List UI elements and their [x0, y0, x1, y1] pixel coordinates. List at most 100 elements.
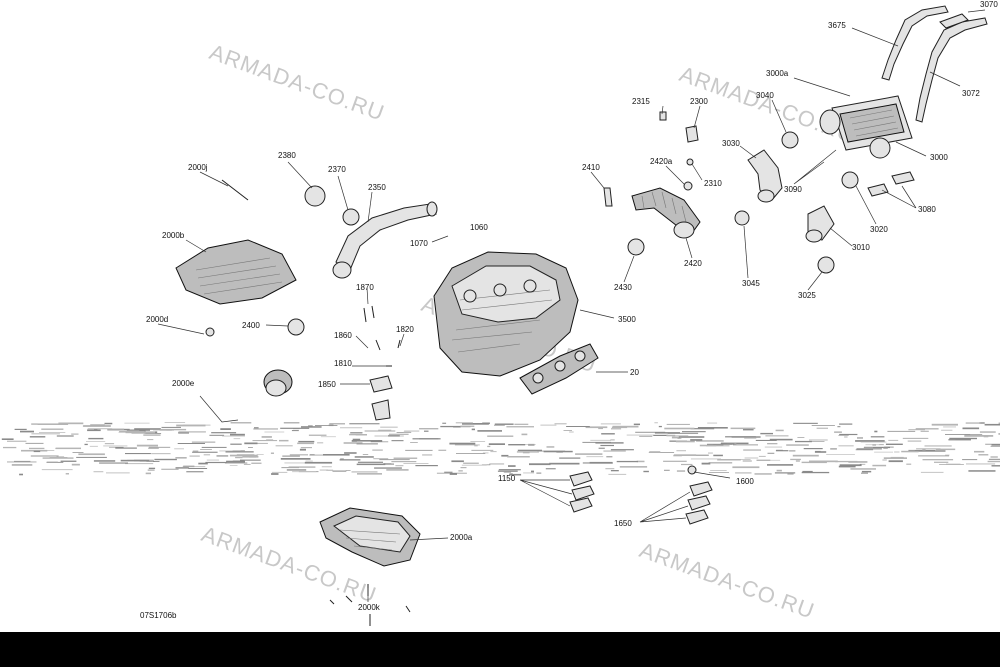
noise-speck [754, 473, 772, 475]
noise-speck [839, 423, 853, 425]
noise-speck [34, 450, 55, 451]
noise-speck [699, 444, 717, 447]
noise-speck [713, 444, 724, 446]
noise-speck [30, 455, 59, 457]
engine-block-part [433, 251, 579, 377]
callout-3000: 3000 [930, 153, 948, 162]
noise-speck [612, 425, 639, 428]
noise-speck [451, 460, 464, 463]
noise-speck [356, 463, 386, 466]
noise-speck [224, 462, 248, 464]
noise-speck [885, 443, 903, 445]
noise-speck [404, 430, 420, 432]
noise-speck [175, 467, 189, 469]
noise-speck [261, 436, 272, 438]
noise-speck [797, 437, 805, 438]
scan-noise-band [1, 422, 1000, 476]
noise-speck [603, 450, 626, 452]
noise-speck [460, 467, 467, 469]
noise-speck [767, 464, 794, 466]
noise-speck [671, 436, 680, 439]
noise-speck [198, 462, 208, 465]
noise-speck [787, 473, 794, 475]
noise-speck [99, 462, 128, 464]
noise-speck [11, 464, 33, 466]
callout-3090: 3090 [784, 185, 802, 194]
noise-speck [743, 428, 754, 431]
noise-speck [211, 432, 237, 434]
noise-speck [941, 429, 953, 431]
noise-speck [497, 470, 518, 472]
callout-2380: 2380 [278, 151, 296, 160]
noise-speck [531, 470, 534, 473]
noise-speck [354, 456, 374, 458]
noise-speck [666, 434, 676, 437]
noise-speck [264, 431, 285, 433]
noise-speck [600, 423, 621, 425]
noise-speck [979, 422, 985, 424]
noise-speck [990, 456, 998, 458]
noise-speck [922, 448, 926, 451]
noise-speck [767, 443, 778, 445]
callout-3080: 3080 [918, 205, 936, 214]
noise-speck [654, 432, 680, 434]
noise-speck [590, 439, 611, 441]
callout-3045: 3045 [742, 279, 760, 288]
noise-speck [164, 422, 186, 423]
noise-speck [161, 468, 179, 470]
noise-speck [811, 425, 835, 426]
noise-speck [379, 459, 410, 461]
noise-speck [915, 428, 939, 430]
noise-speck [352, 438, 361, 441]
noise-speck [93, 471, 104, 473]
noise-speck [606, 456, 613, 458]
noise-speck [248, 447, 253, 448]
noise-speck [922, 459, 954, 461]
noise-speck [816, 427, 828, 429]
noise-speck [809, 460, 838, 463]
noise-speck [826, 454, 855, 455]
noise-speck [115, 447, 137, 449]
noise-speck [147, 469, 155, 471]
noise-speck [7, 461, 37, 463]
noise-speck [103, 445, 128, 447]
noise-speck [563, 430, 572, 431]
noise-speck [708, 452, 713, 454]
noise-speck [920, 430, 929, 432]
noise-speck [380, 426, 398, 428]
noise-speck [776, 469, 782, 472]
noise-speck [974, 450, 985, 453]
noise-speck [350, 432, 363, 434]
noise-speck [254, 427, 259, 429]
callout-3030: 3030 [722, 139, 740, 148]
noise-speck [29, 436, 46, 438]
noise-speck [835, 460, 858, 463]
noise-speck [653, 434, 669, 436]
noise-speck [31, 433, 60, 435]
noise-speck [675, 440, 695, 443]
noise-speck [349, 423, 380, 425]
noise-speck [403, 463, 429, 464]
noise-speck [280, 427, 310, 429]
noise-speck [71, 433, 79, 435]
noise-speck [792, 454, 819, 457]
noise-speck [279, 439, 289, 442]
noise-speck [643, 470, 649, 473]
noise-speck [372, 449, 383, 451]
noise-speck [965, 422, 981, 424]
noise-speck [755, 439, 777, 441]
noise-speck [494, 423, 514, 425]
noise-speck [902, 437, 929, 439]
noise-speck [809, 439, 828, 441]
callout-3500: 3500 [618, 315, 636, 324]
noise-speck [696, 440, 724, 442]
noise-speck [931, 423, 958, 426]
noise-speck [838, 435, 849, 436]
noise-speck [148, 446, 171, 448]
callout-20: 20 [630, 368, 639, 377]
callout-3675: 3675 [828, 21, 846, 30]
noise-speck [14, 428, 27, 430]
noise-speck [250, 442, 268, 444]
noise-speck [453, 426, 461, 428]
noise-speck [192, 450, 199, 452]
